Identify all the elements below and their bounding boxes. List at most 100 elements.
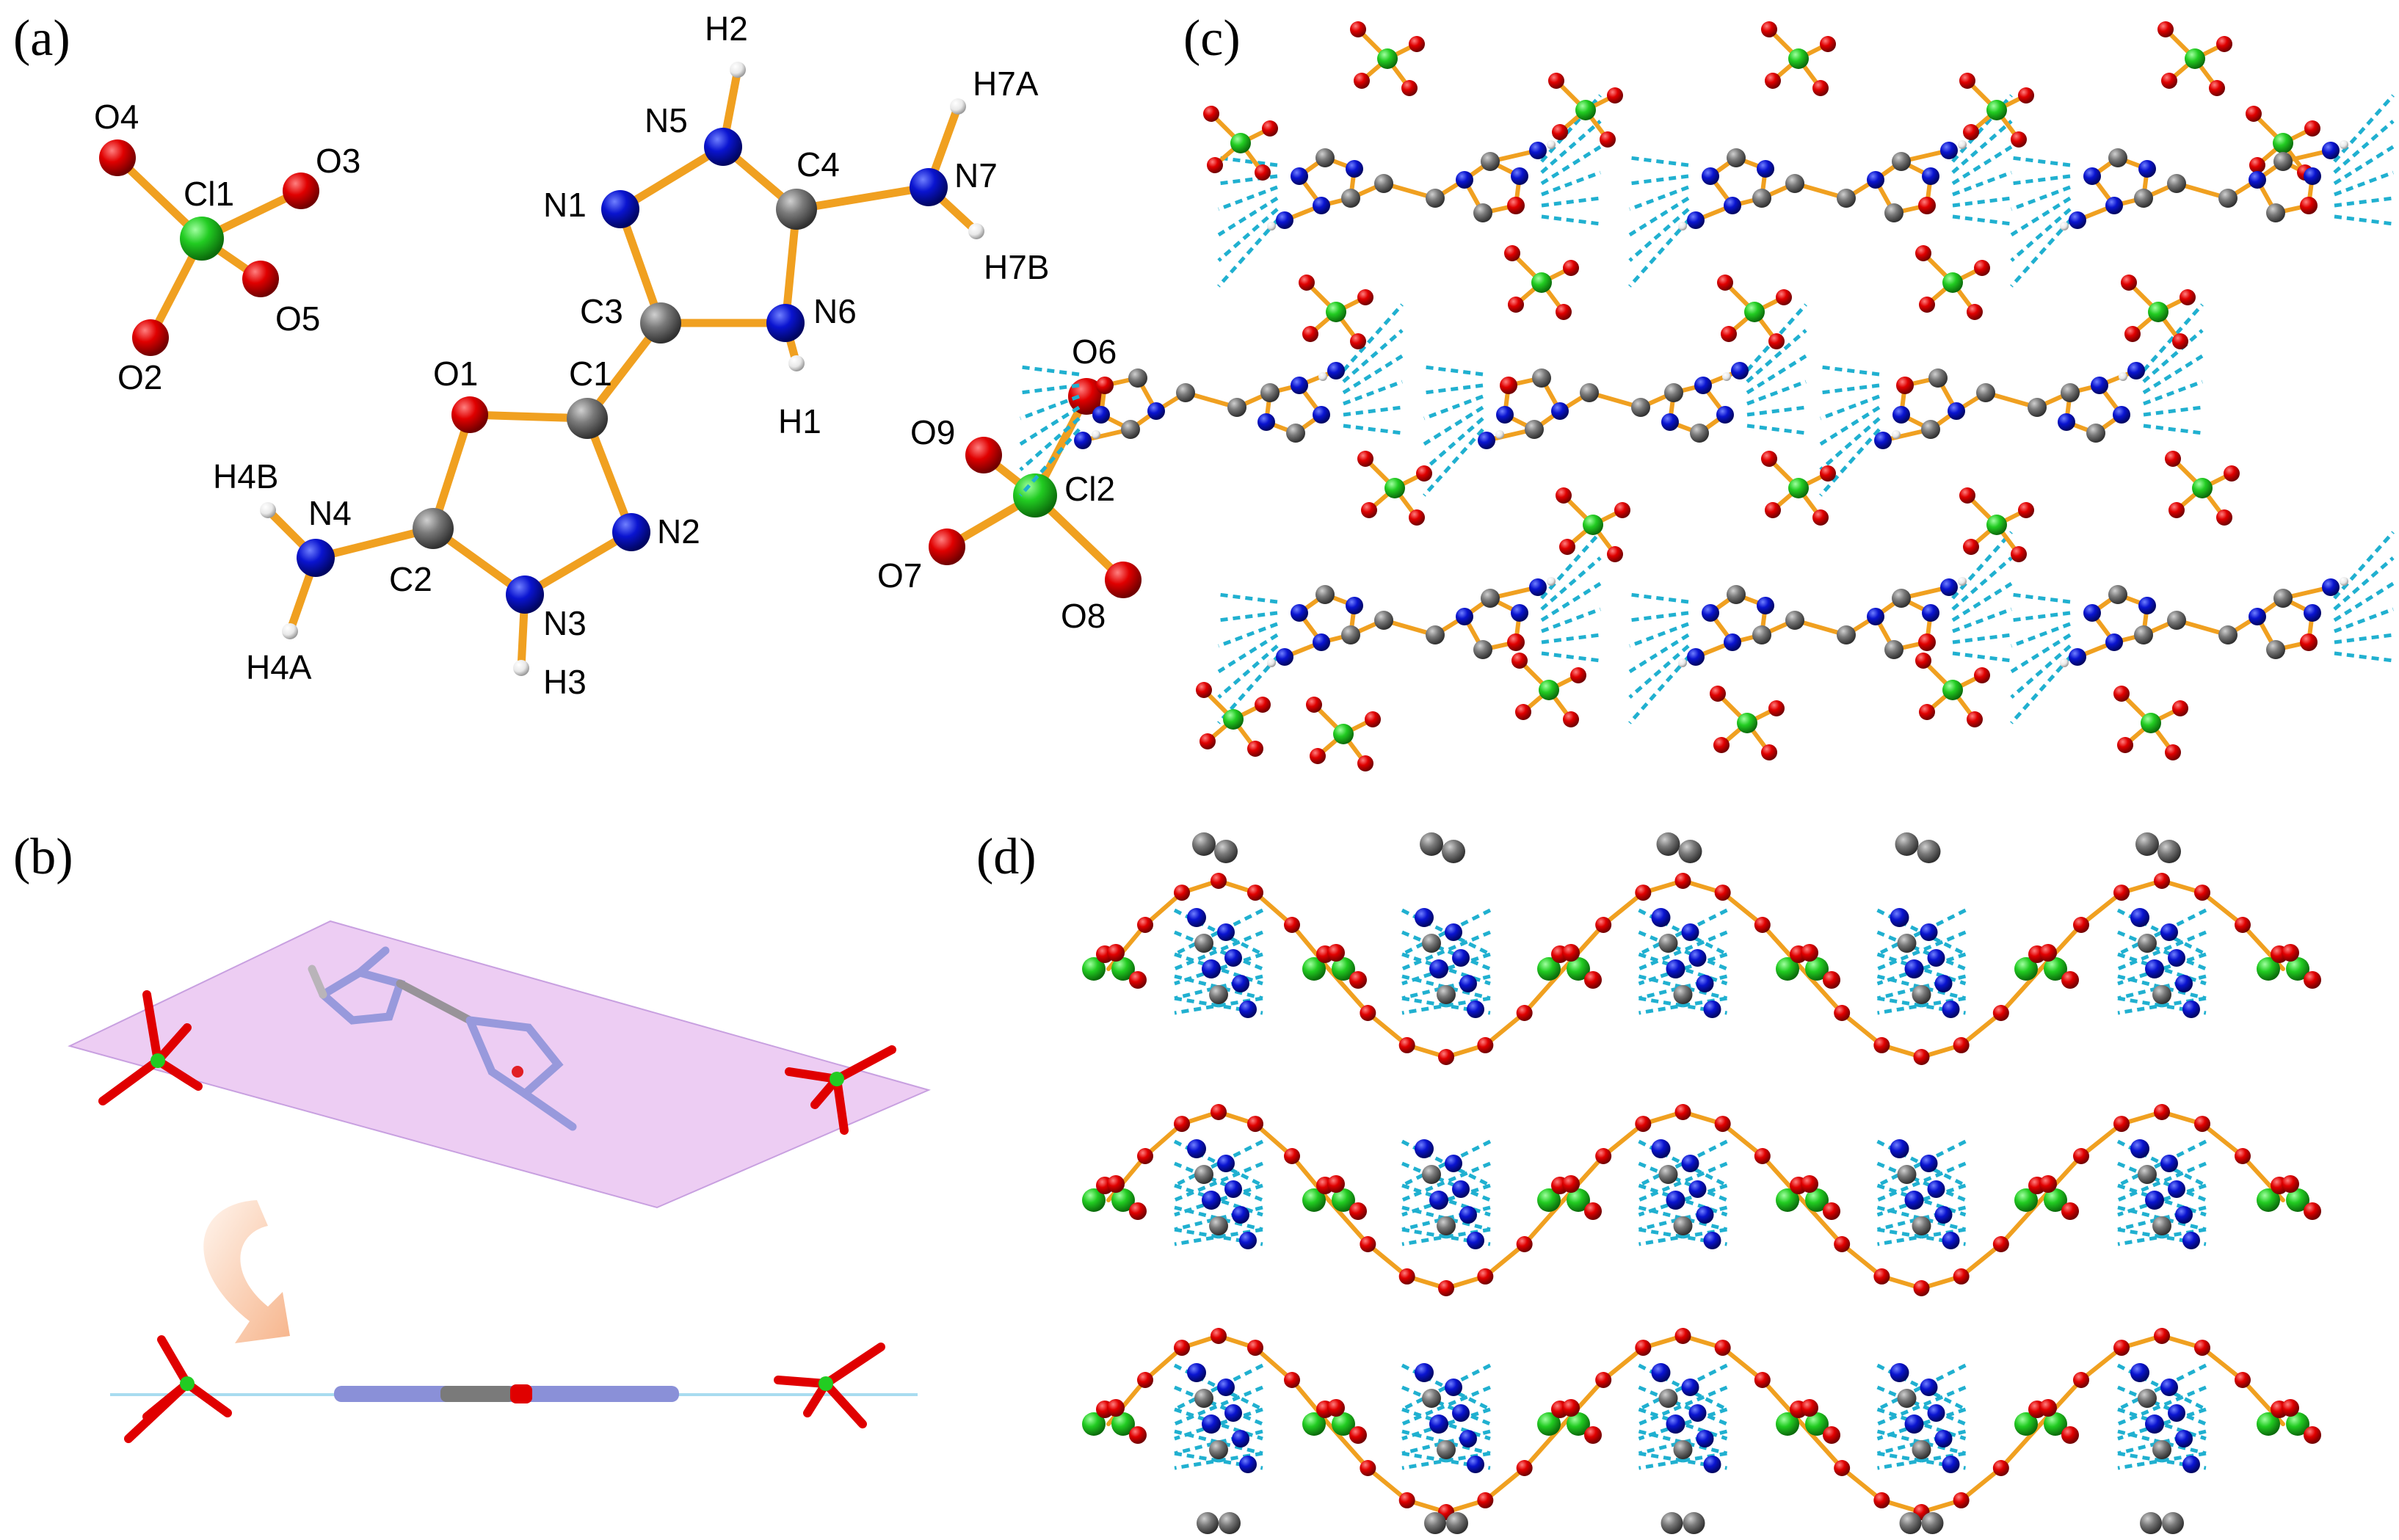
atom-o <box>1129 1426 1147 1444</box>
atom-c <box>1895 832 1919 856</box>
bond <box>1174 1429 1263 1456</box>
label-O2: O2 <box>117 358 162 396</box>
atom-h <box>2060 222 2069 230</box>
atom-n <box>1467 1232 1484 1249</box>
atom-h <box>1267 658 1276 667</box>
bond <box>1019 428 1081 497</box>
atom-o <box>1754 1148 1771 1164</box>
bond <box>1423 365 1484 377</box>
atom-n <box>1651 1363 1671 1382</box>
atom-o <box>2154 873 2170 889</box>
bond <box>1876 1363 1967 1412</box>
atom-n <box>1942 1000 1960 1018</box>
bond <box>1746 379 1807 406</box>
atom-c <box>1921 1512 1944 1534</box>
label-N1: N1 <box>543 186 587 224</box>
bond <box>1628 219 1690 288</box>
atom-cl <box>2286 1412 2309 1436</box>
atom-c <box>1785 611 1804 630</box>
atom-o <box>1398 1268 1415 1285</box>
atom-n <box>2175 975 2193 992</box>
atom-c <box>2273 152 2293 171</box>
bond <box>1365 1011 1409 1047</box>
atom-o <box>1477 1268 1494 1285</box>
atom-o <box>2073 1372 2089 1388</box>
bond <box>2011 592 2071 604</box>
atom-o <box>1247 741 1263 757</box>
atom-h <box>1318 372 1327 381</box>
bond <box>2117 930 2207 971</box>
atom-c <box>1683 1512 1705 1534</box>
label-H4B: H4B <box>213 457 278 495</box>
atom-n <box>1696 975 1714 992</box>
atom-o <box>1284 1148 1300 1164</box>
atom-o <box>1607 546 1623 562</box>
bond <box>1601 1345 1646 1382</box>
atom-cl <box>2148 302 2168 322</box>
bond <box>1423 417 1484 471</box>
bond <box>1541 633 1601 644</box>
atom-cl <box>1223 709 1244 730</box>
atom-o <box>1963 539 1979 555</box>
atom-c <box>1837 625 1856 644</box>
atom-o <box>1674 1328 1691 1344</box>
bond <box>2334 214 2394 226</box>
bond <box>1876 1161 1967 1202</box>
atom-o <box>1812 509 1829 526</box>
atom-n <box>2182 1000 2200 1018</box>
bond <box>1253 890 1294 927</box>
bond <box>1173 1363 1264 1412</box>
label-O4: O4 <box>94 98 139 136</box>
bond <box>1401 908 1492 956</box>
atom-n <box>2145 959 2164 978</box>
atom-c <box>2138 934 2157 953</box>
label-H3: H3 <box>543 663 587 701</box>
atom-o <box>2039 1399 2057 1417</box>
bond <box>1959 1466 2003 1503</box>
label-O8: O8 <box>1061 597 1106 635</box>
bond <box>2011 611 2071 622</box>
atom-n <box>1257 413 1275 431</box>
atom-o <box>1823 971 1840 989</box>
atom-cl <box>1539 680 1559 700</box>
bond <box>1540 531 1602 600</box>
atom-n <box>1276 211 1293 229</box>
atom-o <box>2235 1372 2251 1388</box>
atom-o <box>1776 289 1792 305</box>
atom-c <box>1437 1216 1456 1235</box>
atom-n <box>2130 1139 2149 1158</box>
atom-n <box>1232 1430 1249 1448</box>
atom-c <box>1473 640 1492 659</box>
atom-n <box>1478 432 1495 449</box>
atom-cl <box>2257 957 2280 981</box>
bond <box>1217 644 1279 699</box>
atom-o <box>2157 21 2174 37</box>
atom-n <box>1934 1206 1953 1224</box>
atom-o <box>2246 106 2262 122</box>
atom-cl <box>2273 133 2293 153</box>
atom-o <box>2180 289 2196 305</box>
atom-c <box>1658 1165 1678 1184</box>
atom-o <box>1299 275 1315 291</box>
atom-n <box>1313 406 1330 424</box>
atom-n <box>1456 171 1473 189</box>
bond <box>1483 1466 1527 1503</box>
atom-o <box>1211 1328 1227 1344</box>
atom-o <box>1834 1005 1851 1021</box>
atom-cl <box>2044 1188 2067 1212</box>
atom-o <box>1765 502 1781 518</box>
atom-o <box>1963 124 1979 140</box>
bond <box>1720 890 1765 927</box>
bond <box>2334 170 2394 197</box>
bond <box>2079 1122 2124 1158</box>
bond <box>1628 644 1690 699</box>
atom-n <box>1694 377 1712 394</box>
atom-cl <box>1537 1188 1561 1212</box>
atom-c <box>1580 383 1599 402</box>
atom-o <box>2113 885 2130 901</box>
atom-n <box>1703 1456 1721 1473</box>
atom-n <box>1757 597 1774 614</box>
atom-o <box>1761 744 1777 760</box>
bond <box>1638 930 1728 971</box>
atom-N7 <box>910 168 948 206</box>
